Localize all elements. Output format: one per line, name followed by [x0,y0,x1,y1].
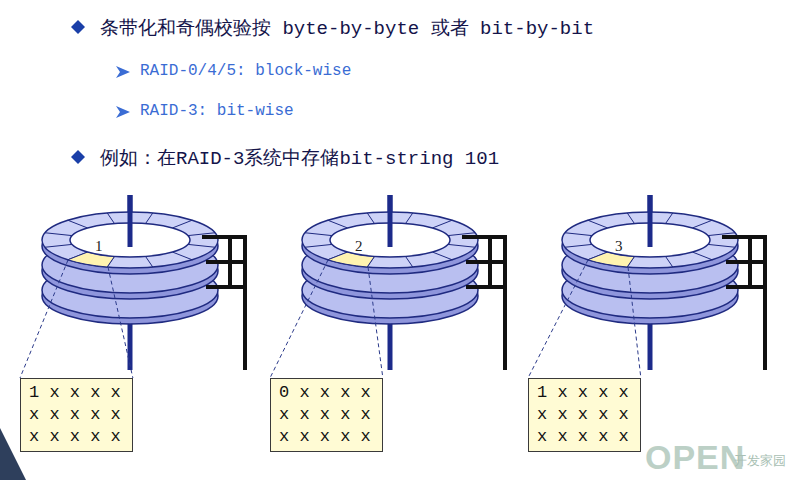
bit-block: 1 x x x x x x x x x x x x x x [20,378,133,452]
disk-stack [42,195,245,370]
sub-bullet-text: RAID-3: bit-wise [140,102,294,120]
leader-line [270,260,328,378]
bullet-diamond [71,150,85,164]
leader-line [368,267,383,378]
leader-line [528,260,588,378]
leader-line [628,267,641,378]
bullet-text: 条带化和奇偶校验按 byte-by-byte 或者 bit-by-bit [100,15,594,41]
watermark: 开发家园 [734,452,786,470]
bit-block: 1 x x x x x x x x x x x x x x [528,378,641,452]
disk-stack [562,195,765,370]
sub-bullet-text: RAID-0/4/5: block-wise [140,62,351,80]
leader-line [108,267,133,378]
arrow-bullet [116,106,130,118]
bullet-diamond [71,20,85,34]
arrow-bullet [116,66,130,78]
disk-number: 1 [95,238,103,255]
bit-block: 0 x x x x x x x x x x x x x x [270,378,383,452]
bit-string: 0 x x x x x x x x x x x x x x [279,382,374,448]
watermark: OPEN [645,438,745,477]
bullet-text: 例如：在RAID-3系统中存储bit-string 101 [100,145,499,171]
disk-number: 2 [355,238,363,255]
disk-number: 3 [615,238,623,255]
leader-line [20,260,68,378]
bit-string: 1 x x x x x x x x x x x x x x [29,382,124,448]
disk-stack [302,195,505,370]
bit-string: 1 x x x x x x x x x x x x x x [537,382,632,448]
